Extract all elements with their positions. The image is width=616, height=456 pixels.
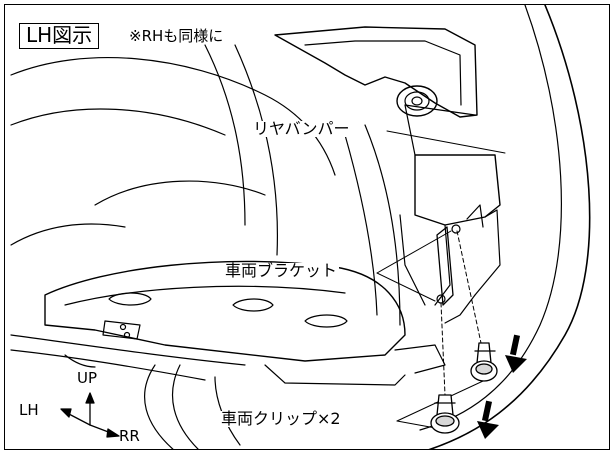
leader-bumper (386, 130, 506, 154)
body-outline-arc (428, 5, 591, 449)
callout-vehicle-bracket: 車両ブラケット (223, 261, 340, 280)
body-curve-4 (10, 223, 126, 246)
view-label: LH図示 (19, 23, 100, 49)
down-arrow-upper (505, 334, 527, 373)
callout-vehicle-clip: 車両クリップ×2 (219, 409, 343, 428)
body-curve-3 (94, 180, 266, 206)
bracket-arm (436, 226, 454, 306)
diagram-frame: LH図示 ※RHも同様に リヤバンパー 車両ブラケット 車両クリップ×2 UP … (4, 4, 610, 450)
axis-lh-label: LH (19, 401, 39, 419)
leader-bracket-1 (376, 230, 452, 274)
down-arrow-lower (477, 400, 499, 439)
leader-bracket-2 (376, 272, 436, 302)
bumper-illustration (10, 5, 591, 449)
clip-lower (430, 394, 460, 434)
grommet (396, 85, 438, 117)
callout-rear-bumper: リヤバンパー (251, 119, 352, 138)
body-curve-2 (10, 108, 226, 136)
direction-indicator (60, 392, 120, 438)
axis-rr-label: RR (119, 427, 140, 445)
slot-3 (304, 314, 348, 328)
clip-upper (470, 342, 498, 382)
slot-2 (232, 298, 274, 312)
body-curve-1 (10, 56, 336, 176)
body-outline-arc-inner (419, 5, 562, 431)
rh-note: ※RHも同様に (129, 27, 224, 45)
bracket-housing (414, 154, 501, 226)
slot-1 (108, 292, 152, 306)
axis-up-label: UP (77, 369, 98, 387)
upper-panel (274, 26, 478, 118)
